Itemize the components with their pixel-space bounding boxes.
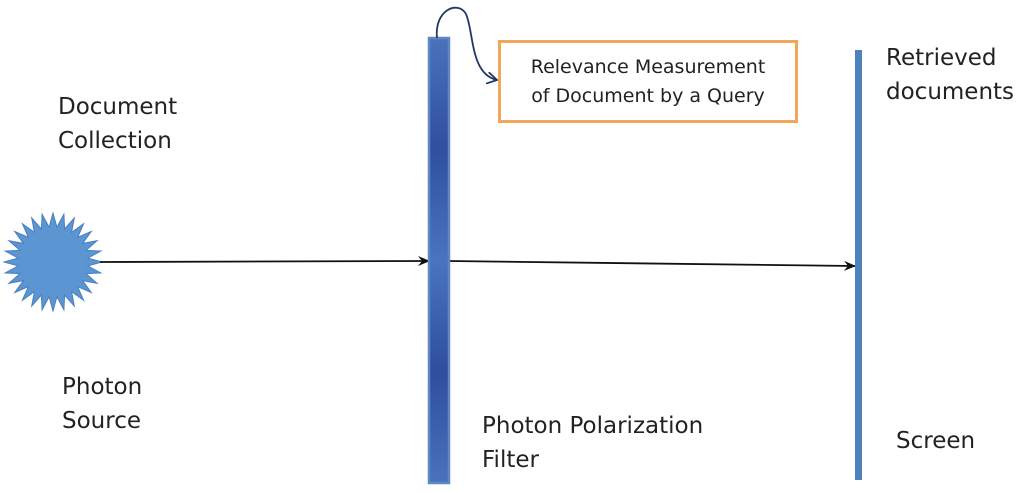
callout-connector-arrow [436,6,497,80]
photon-source-label: Photon Source [62,374,143,434]
callout-line: Relevance Measurement [530,55,766,78]
relevance-measurement-callout: Relevance Measurement of Document by a Q… [498,40,798,123]
retrieved-documents-label: Retrieved documents [886,45,1015,105]
transmitted-beam-arrow [448,260,856,271]
screen-bar [855,50,862,480]
starburst-icon [2,211,104,313]
polarization-filter-label: Photon Polarization Filter [482,413,704,473]
incident-beam-arrow [99,256,430,267]
polarization-filter-bar [427,36,451,485]
screen-label: Screen [896,428,976,454]
document-collection-label: Document Collection [58,94,178,154]
callout-line: of Document by a Query [531,84,765,107]
